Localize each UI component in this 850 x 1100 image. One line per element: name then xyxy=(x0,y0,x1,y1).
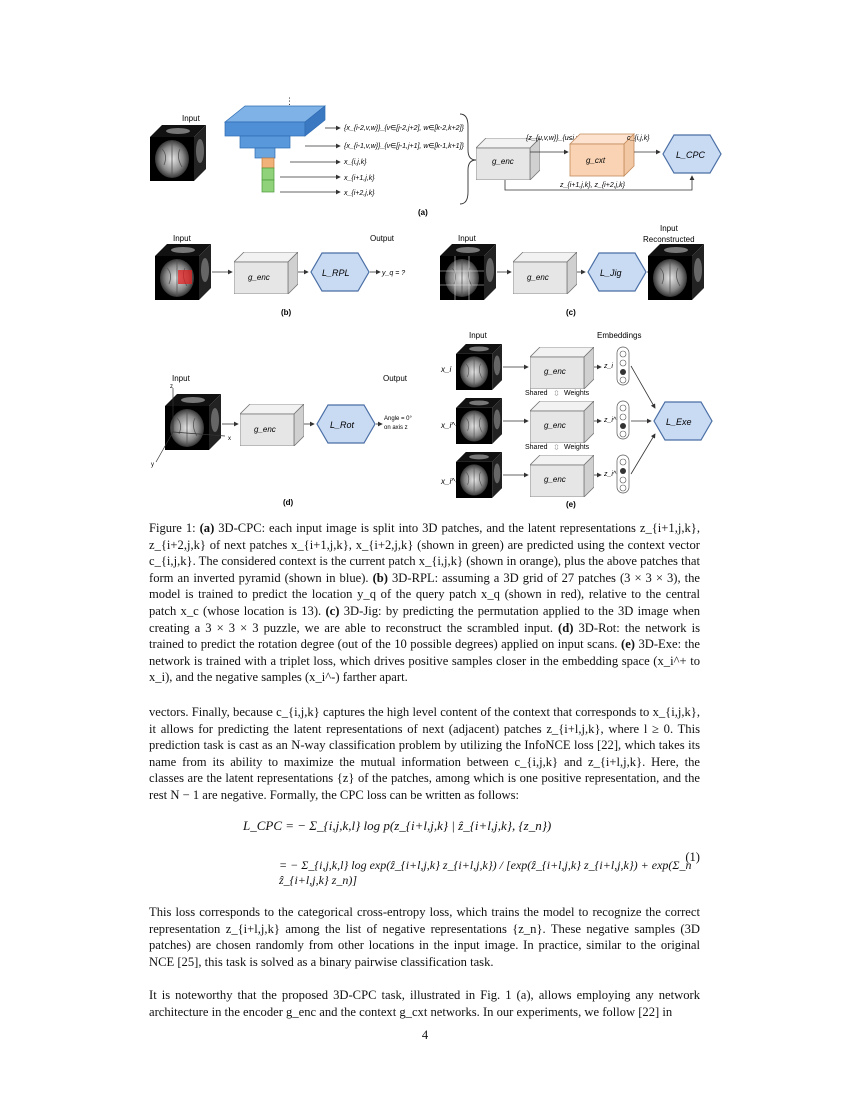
svg-text:z_i: z_i xyxy=(603,363,613,370)
c-output-label-2: Reconstructed xyxy=(643,235,695,244)
c-input-label: Input xyxy=(458,234,477,243)
e-sub-label: (e) xyxy=(566,500,576,509)
b-sub-label: (b) xyxy=(281,308,292,317)
a-patch-label-1: {x_{i-2,v,w}}_{v∈[j-2,j+2], w∈[k-2,k+2]} xyxy=(344,125,465,132)
e-converge-arrows xyxy=(630,365,656,475)
a-zhat-label: z_{i+1,j,k}, z_{i+2,j,k} xyxy=(559,182,626,189)
svg-text:x_i^+: x_i^+ xyxy=(440,421,460,430)
svg-text:g_enc: g_enc xyxy=(544,367,566,376)
d-output-line-2: on axis z xyxy=(384,425,408,431)
c-scrambled-volume xyxy=(440,244,496,300)
figure-1: Input ⋮ {x_{i-2,v,w}}_{v∈[j-2,j+2], w∈[k… xyxy=(150,96,722,509)
caption-c-text: 3D-Jig: by predicting the permutation ap… xyxy=(149,603,700,635)
a-arrows xyxy=(280,125,341,195)
body-paragraph-1: vectors. Finally, because c_{i,j,k} capt… xyxy=(149,705,700,802)
d-input-label: Input xyxy=(172,374,191,383)
d-axis-x: x xyxy=(228,436,231,442)
caption-b-tag: (b) xyxy=(372,570,388,585)
equation-line-1: L_CPC = − Σ_{i,j,k,l} log p(z_{i+l,j,k} … xyxy=(243,818,552,833)
figure-caption: Figure 1: (a) 3D-CPC: each input image i… xyxy=(149,520,700,686)
svg-text:⇳: ⇳ xyxy=(553,443,560,452)
a-patch-label-5: x_{i+2,j,k} xyxy=(343,190,375,197)
svg-text:⋮: ⋮ xyxy=(285,96,294,106)
page-number: 4 xyxy=(421,1028,429,1042)
a-patch-grid: ⋮ xyxy=(224,96,326,193)
e-row-negative: x_i^- g_enc z_i^- xyxy=(440,452,630,498)
svg-text:z_i^-: z_i^- xyxy=(603,471,619,478)
e-shared-weights-2: Shared ⇳ Weights xyxy=(525,443,590,452)
b-output-value: y_q = ? xyxy=(381,270,405,277)
b-genc-label: g_enc xyxy=(248,273,270,282)
e-row-positive: x_i^+ g_enc z_i^+ xyxy=(440,398,630,444)
a-patch-label-3: x_{i,j,k} xyxy=(343,159,367,166)
caption-a-tag: (a) xyxy=(199,521,215,535)
b-loss-label: L_RPL xyxy=(322,268,350,278)
a-sub-label: (a) xyxy=(418,208,428,217)
caption-e-tag: (e) xyxy=(621,637,635,652)
svg-text:Shared: Shared xyxy=(525,390,548,397)
a-patch-label-4: x_{i+1,j,k} xyxy=(343,175,375,182)
body-paragraph-2: This loss corresponds to the categorical… xyxy=(149,905,700,969)
a-input-volume xyxy=(150,125,206,181)
equation-number: (1) xyxy=(685,850,700,864)
c-output-volume xyxy=(648,244,704,300)
e-input-label: Input xyxy=(469,331,488,340)
a-input-label: Input xyxy=(182,114,201,123)
d-output-label: Output xyxy=(383,374,408,383)
equation-1: L_CPC = − Σ_{i,j,k,l} log p(z_{i+l,j,k} … xyxy=(149,814,700,898)
c-output-label-1: Input xyxy=(660,224,679,233)
a-c-label: c_{i,j,k} xyxy=(627,135,650,142)
caption-e-text: 3D-Exe: the network is trained with a tr… xyxy=(149,637,700,685)
caption-d-tag: (d) xyxy=(558,620,574,635)
caption-c-tag: (c) xyxy=(325,603,340,618)
e-embeddings-label: Embeddings xyxy=(597,331,641,340)
a-gcxt-box xyxy=(569,133,635,177)
b-output-label: Output xyxy=(370,234,395,243)
caption-d-text: 3D-Rot: the network is trained to predic… xyxy=(149,620,700,652)
b-query-patch xyxy=(178,270,192,284)
a-gcxt-label: g_cxt xyxy=(586,156,606,165)
svg-text:x_i^-: x_i^- xyxy=(440,477,458,486)
caption-lead: Figure 1: xyxy=(149,521,196,535)
d-output-line-1: Angle = 0° xyxy=(384,416,413,422)
c-sub-label: (c) xyxy=(566,308,576,317)
e-row-anchor: x_i g_enc z_i xyxy=(440,344,630,390)
d-sub-label: (d) xyxy=(283,498,294,507)
svg-text:x_i: x_i xyxy=(440,365,451,374)
a-patch-label-2: {x_{i-1,v,w}}_{v∈[j-1,j+1], w∈[k-1,k+1]} xyxy=(344,143,465,150)
caption-a-text: 3D-CPC: each input image is split into 3… xyxy=(149,521,700,585)
a-z-label: {z_{u,v,w}}_{u≤i,v,w} xyxy=(526,135,589,142)
svg-text:g_enc: g_enc xyxy=(544,421,566,430)
svg-text:⇳: ⇳ xyxy=(553,389,560,398)
svg-text:Shared: Shared xyxy=(525,444,548,451)
caption-b-text: 3D-RPL: assuming a 3D grid of 27 patches… xyxy=(149,570,701,618)
d-axes xyxy=(155,388,226,463)
b-input-label: Input xyxy=(173,234,192,243)
body-paragraph-3: It is noteworthy that the proposed 3D-CP… xyxy=(149,988,700,1019)
svg-text:Weights: Weights xyxy=(564,444,590,451)
a-loss-label: L_CPC xyxy=(676,150,706,160)
c-genc-label: g_enc xyxy=(527,273,549,282)
d-genc-label: g_enc xyxy=(254,425,276,434)
d-loss-label: L_Rot xyxy=(330,420,355,430)
e-loss-label: L_Exe xyxy=(666,417,692,427)
svg-text:z_i^+: z_i^+ xyxy=(603,417,620,424)
d-input-volume xyxy=(165,394,221,450)
e-shared-weights-1: Shared ⇳ Weights xyxy=(525,389,590,398)
a-genc-label: g_enc xyxy=(492,157,514,166)
d-axis-z: z xyxy=(170,384,173,390)
c-loss-label: L_Jig xyxy=(600,268,622,278)
equation-line-2: = − Σ_{i,j,k,l} log exp(ẑ_{i+l,j,k} z_{i… xyxy=(279,858,692,887)
d-axis-y: y xyxy=(151,462,154,468)
svg-text:Weights: Weights xyxy=(564,390,590,397)
svg-text:g_enc: g_enc xyxy=(544,475,566,484)
